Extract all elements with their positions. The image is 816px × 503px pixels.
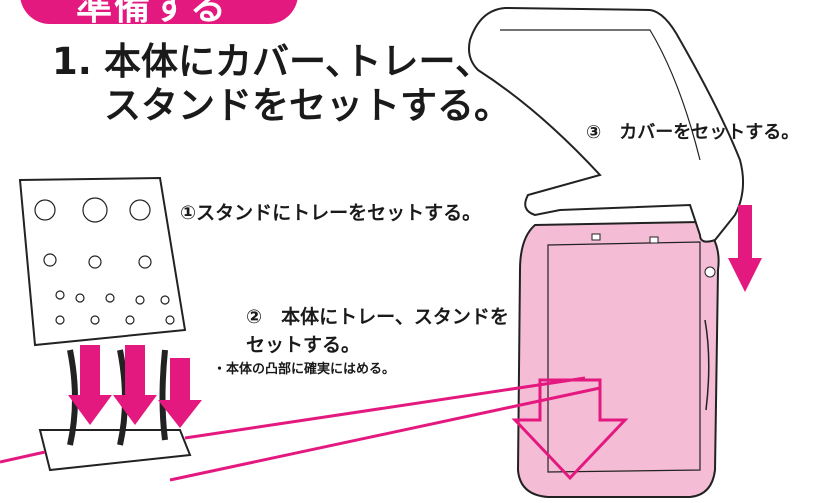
step-1-text: ①スタンドにトレーをセットする。 <box>180 202 482 224</box>
guide-lines <box>0 376 601 482</box>
step-2-line-2: セットする。 <box>246 334 361 356</box>
step-2-line-1: ② 本体にトレー、スタンドを <box>246 306 509 328</box>
cover-down-arrow <box>728 205 762 292</box>
step-3-text: ③ カバーをセットする。 <box>586 122 800 143</box>
page-title: 1. 本体にカバー､トレー、 スタンドをセットする。 <box>52 40 511 128</box>
section-tab: 準備する <box>20 0 298 28</box>
heading-line-1: 本体にカバー､トレー、 <box>104 40 493 83</box>
down-arrows <box>68 345 202 428</box>
stand-and-tray <box>18 176 192 472</box>
heading-line-2: スタンドをセットする。 <box>104 84 511 127</box>
insert-arrow <box>511 378 629 481</box>
device-body <box>516 220 720 498</box>
step-2-note: ・本体の凸部に確実にはめる。 <box>213 362 396 377</box>
section-tab-label: 準備する <box>76 0 229 28</box>
step-2-text: ② 本体にトレー、スタンドを セットする。 <box>246 303 509 359</box>
cover <box>468 6 745 243</box>
step-number: 1. <box>52 40 92 83</box>
